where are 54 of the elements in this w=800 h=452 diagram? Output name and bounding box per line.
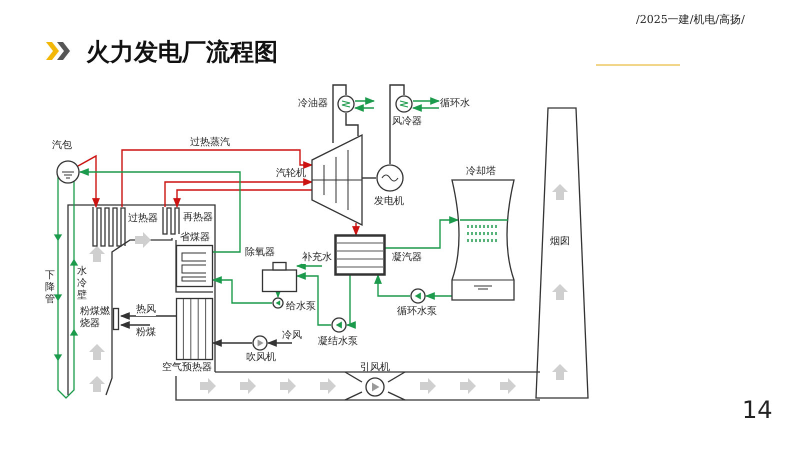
equipment-label: 风冷器	[392, 116, 423, 128]
pipe-arrow	[354, 104, 374, 112]
pipe-arrow	[355, 97, 375, 105]
equipment-label: 过热器	[128, 213, 159, 225]
equipment-label: 发电机	[374, 196, 405, 208]
edge-label: 冷风	[282, 330, 302, 342]
equipment-label: 省煤器	[180, 232, 211, 244]
pipe-arrow	[120, 312, 176, 320]
equipment-label: 粉煤燃烧器	[80, 306, 110, 330]
equipment-label: 循环水泵	[397, 306, 438, 318]
pipe-arrow	[352, 223, 360, 236]
pipe-arrow	[296, 272, 331, 326]
pipe-arrow	[412, 104, 439, 112]
pipe-arrow	[164, 178, 313, 207]
pipe-arrow	[78, 154, 100, 208]
equipment-label: 烟囱	[550, 236, 571, 248]
edge-label: 补充水	[302, 252, 332, 264]
pipe-label: 下降管	[45, 270, 56, 306]
equipment-label: 凝结水泵	[318, 336, 359, 348]
pipe-label: 水冷壁	[77, 266, 88, 302]
equipment-label: 冷却塔	[466, 166, 497, 178]
pipe-arrow	[120, 321, 150, 329]
pipe-arrow	[121, 149, 313, 207]
equipment-label: 给水泵	[286, 301, 316, 313]
equipment-label: 汽包	[52, 140, 73, 152]
pipe-arrow	[374, 274, 410, 297]
slide-title: 火力发电厂流程图	[86, 36, 278, 68]
connecting-line	[332, 84, 347, 143]
pipe-arrow	[346, 275, 356, 329]
equipment-label: 再热器	[183, 212, 214, 224]
pipe-arrow	[212, 339, 252, 347]
equipment-label: 吹风机	[246, 352, 277, 364]
connecting-line	[389, 84, 405, 164]
edge-label: 过热蒸汽	[190, 137, 230, 149]
pipe-arrow	[385, 216, 459, 249]
equipment-label: 空气预热器	[162, 362, 213, 374]
pipe-arrow	[296, 262, 322, 270]
edge-label: 热风	[136, 304, 156, 316]
pipe-arrow	[413, 97, 440, 105]
equipment-label: 凝汽器	[392, 252, 423, 264]
pipe-arrow	[79, 168, 241, 253]
equipment-label: 引风机	[360, 362, 391, 374]
pipe-arrow	[425, 292, 452, 300]
equipment-label: 除氧器	[245, 247, 276, 259]
connecting-line	[362, 177, 376, 179]
pipe-arrow	[212, 276, 272, 304]
connecting-line	[345, 113, 359, 136]
pipe-arrow	[173, 189, 312, 208]
edge-label: 粉煤	[136, 327, 156, 339]
header-text: /2025一建/机电/高扬/	[636, 14, 745, 26]
pipe-arrow	[267, 339, 292, 347]
equipment-label: 汽轮机	[276, 168, 307, 180]
equipment-label: 冷油器	[298, 98, 329, 110]
equipment-label: 循环水	[440, 98, 471, 110]
